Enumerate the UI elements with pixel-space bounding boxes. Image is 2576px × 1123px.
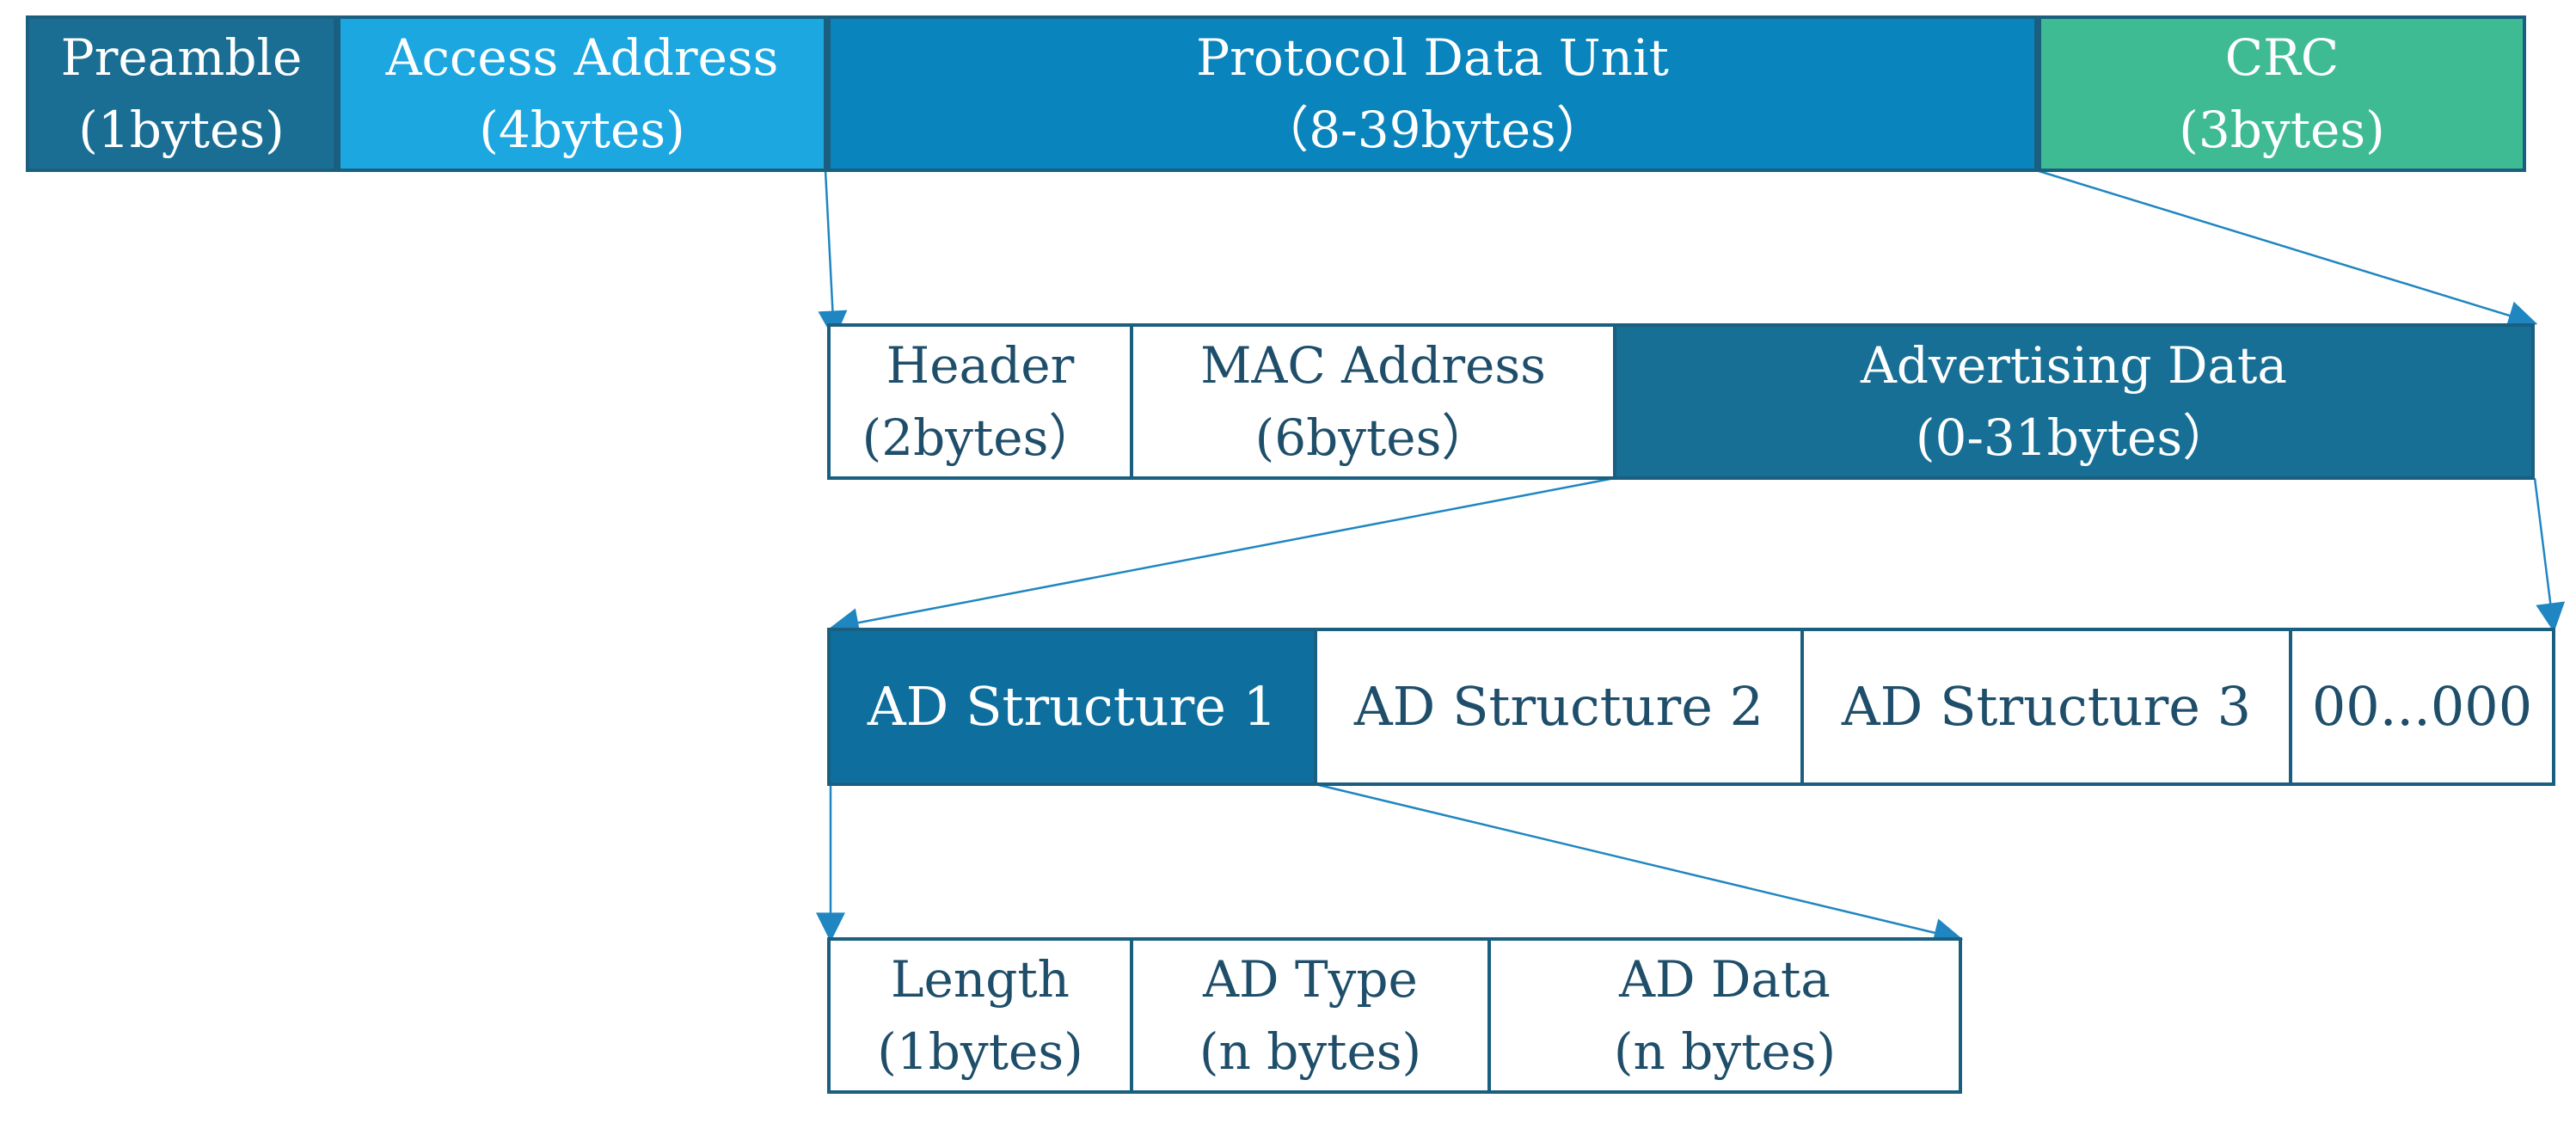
arrow-adstruct-right [1315, 782, 1964, 948]
padding-label: 00...000 [2311, 675, 2533, 739]
mac-address-size: (6bytes） [1254, 408, 1492, 467]
crc-size: (3bytes) [2179, 101, 2385, 159]
ad-structure-2-label: AD Structure 2 [1353, 675, 1764, 739]
advertising-data-field: Advertising Data (0-31bytes） [1613, 323, 2535, 480]
mac-address-name: MAC Address [1200, 335, 1546, 395]
arrow-pdu-left [818, 169, 848, 341]
arrow-advdata-right [2533, 477, 2566, 633]
padding-field: 00...000 [2289, 628, 2555, 786]
crc-name: CRC [2224, 28, 2340, 87]
preamble-field: Preamble (1bytes) [26, 15, 337, 172]
length-field: Length (1bytes) [827, 937, 1133, 1094]
access-address-field: Access Address (4bytes) [337, 15, 827, 172]
advertising-data-size: (0-31bytes） [1915, 408, 2233, 467]
header-size: (2bytes） [862, 408, 1099, 467]
ad-structure-1-label: AD Structure 1 [867, 675, 1278, 739]
arrow-advdata-left [829, 476, 1616, 637]
preamble-size: (1bytes) [78, 101, 285, 159]
ad-structure-3-label: AD Structure 3 [1841, 675, 2252, 739]
pdu-field: Protocol Data Unit （8-39bytes） [827, 15, 2038, 172]
header-field: Header (2bytes） [827, 323, 1133, 480]
length-size: (1bytes) [877, 1022, 1083, 1081]
preamble-name: Preamble [60, 28, 303, 87]
ad-data-name: AD Data [1619, 949, 1831, 1009]
header-name: Header [886, 335, 1075, 395]
pdu-size: （8-39bytes） [1259, 101, 1606, 159]
ad-type-field: AD Type (n bytes) [1130, 937, 1491, 1094]
crc-field: CRC (3bytes) [2038, 15, 2526, 172]
ad-data-field: AD Data (n bytes) [1487, 937, 1962, 1094]
ad-structure-2: AD Structure 2 [1314, 628, 1804, 786]
ad-structure-1: AD Structure 1 [827, 628, 1317, 786]
ad-type-name: AD Type [1203, 949, 1418, 1009]
ad-structure-3: AD Structure 3 [1800, 628, 2292, 786]
access-address-size: (4bytes) [479, 101, 685, 159]
arrow-pdu-right [2035, 169, 2538, 330]
ad-data-size: (n bytes) [1613, 1022, 1837, 1081]
pdu-name: Protocol Data Unit [1196, 28, 1669, 87]
access-address-name: Access Address [385, 28, 779, 87]
ad-type-size: (n bytes) [1199, 1022, 1422, 1081]
mac-address-field: MAC Address (6bytes） [1130, 323, 1616, 480]
advertising-data-name: Advertising Data [1861, 335, 2287, 395]
length-name: Length [891, 949, 1070, 1009]
